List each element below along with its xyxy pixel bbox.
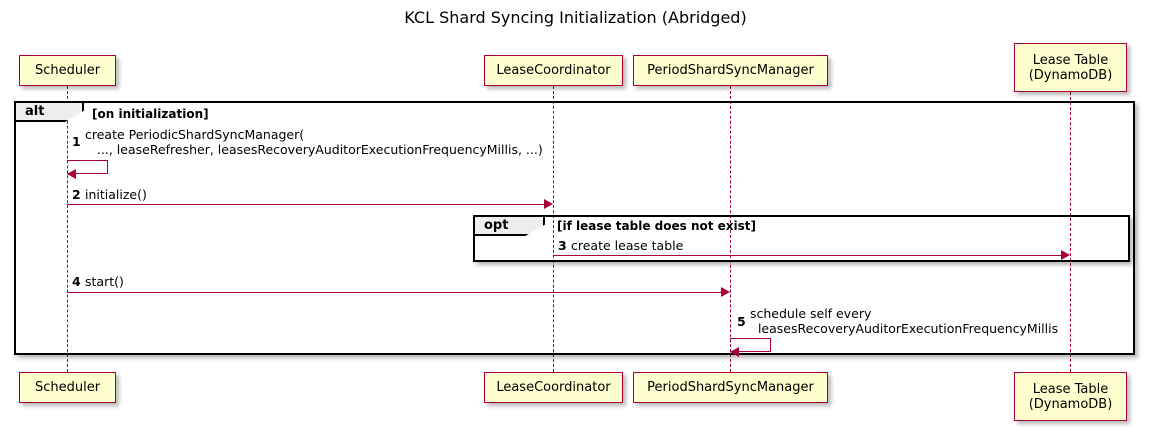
message-4-label: start(): [85, 274, 124, 289]
frame-alt-condition: [on initialization]: [92, 107, 209, 121]
participant-scheduler-top[interactable]: Scheduler: [19, 55, 116, 86]
message-2-line: [67, 204, 545, 205]
participant-label: LeaseCoordinator: [496, 380, 611, 395]
participant-label: Scheduler: [34, 380, 101, 395]
message-2-label: initialize(): [85, 187, 147, 202]
message-2-arrowhead: [544, 199, 553, 209]
frame-alt: alt: [14, 101, 1135, 355]
frame-opt-condition: [if lease table does not exist]: [557, 219, 757, 233]
message-2-number: 2: [72, 187, 81, 202]
message-1-self-loop: [67, 160, 108, 174]
frame-opt: opt: [473, 215, 1130, 262]
message-5-label: schedule self every leasesRecoveryAudito…: [750, 306, 1059, 336]
participant-label: LeaseCoordinator: [496, 63, 611, 78]
participant-lease-coordinator-top[interactable]: LeaseCoordinator: [484, 55, 623, 86]
message-5-arrowhead: [730, 347, 739, 357]
participant-label: Lease Table (DynamoDB): [1028, 381, 1113, 412]
lifeline-lease-coordinator: [553, 86, 554, 372]
page-title: KCL Shard Syncing Initialization (Abridg…: [404, 8, 747, 27]
participant-label: Lease Table (DynamoDB): [1028, 52, 1113, 83]
message-5-self-loop: [730, 338, 771, 352]
message-4-line: [67, 292, 721, 293]
frame-opt-operator: opt: [475, 217, 545, 236]
lifeline-period-shard-sync-manager: [730, 86, 731, 372]
lifeline-scheduler: [67, 86, 68, 372]
lifeline-lease-table: [1070, 92, 1071, 372]
participant-label: PeriodShardSyncManager: [647, 380, 814, 395]
participant-scheduler-bottom[interactable]: Scheduler: [19, 372, 116, 403]
message-3-line: [553, 255, 1061, 256]
message-4-number: 4: [72, 274, 81, 289]
participant-period-shard-sync-manager-top[interactable]: PeriodShardSyncManager: [633, 55, 828, 86]
message-3-arrowhead: [1061, 250, 1070, 260]
message-1-arrowhead: [67, 169, 76, 179]
participant-label: Scheduler: [34, 63, 101, 78]
message-3-number: 3: [558, 238, 567, 253]
message-1-number: 1: [72, 134, 81, 149]
participant-lease-coordinator-bottom[interactable]: LeaseCoordinator: [484, 372, 623, 403]
participant-label: PeriodShardSyncManager: [647, 63, 814, 78]
message-4-arrowhead: [721, 287, 730, 297]
message-1-label: create PeriodicShardSyncManager( ..., le…: [85, 127, 543, 157]
participant-period-shard-sync-manager-bottom[interactable]: PeriodShardSyncManager: [633, 372, 828, 403]
participant-lease-table-bottom[interactable]: Lease Table (DynamoDB): [1014, 372, 1127, 421]
message-3-label: create lease table: [571, 238, 684, 253]
frame-alt-operator: alt: [16, 103, 84, 122]
participant-lease-table-top[interactable]: Lease Table (DynamoDB): [1014, 43, 1127, 92]
message-5-number: 5: [737, 314, 746, 329]
